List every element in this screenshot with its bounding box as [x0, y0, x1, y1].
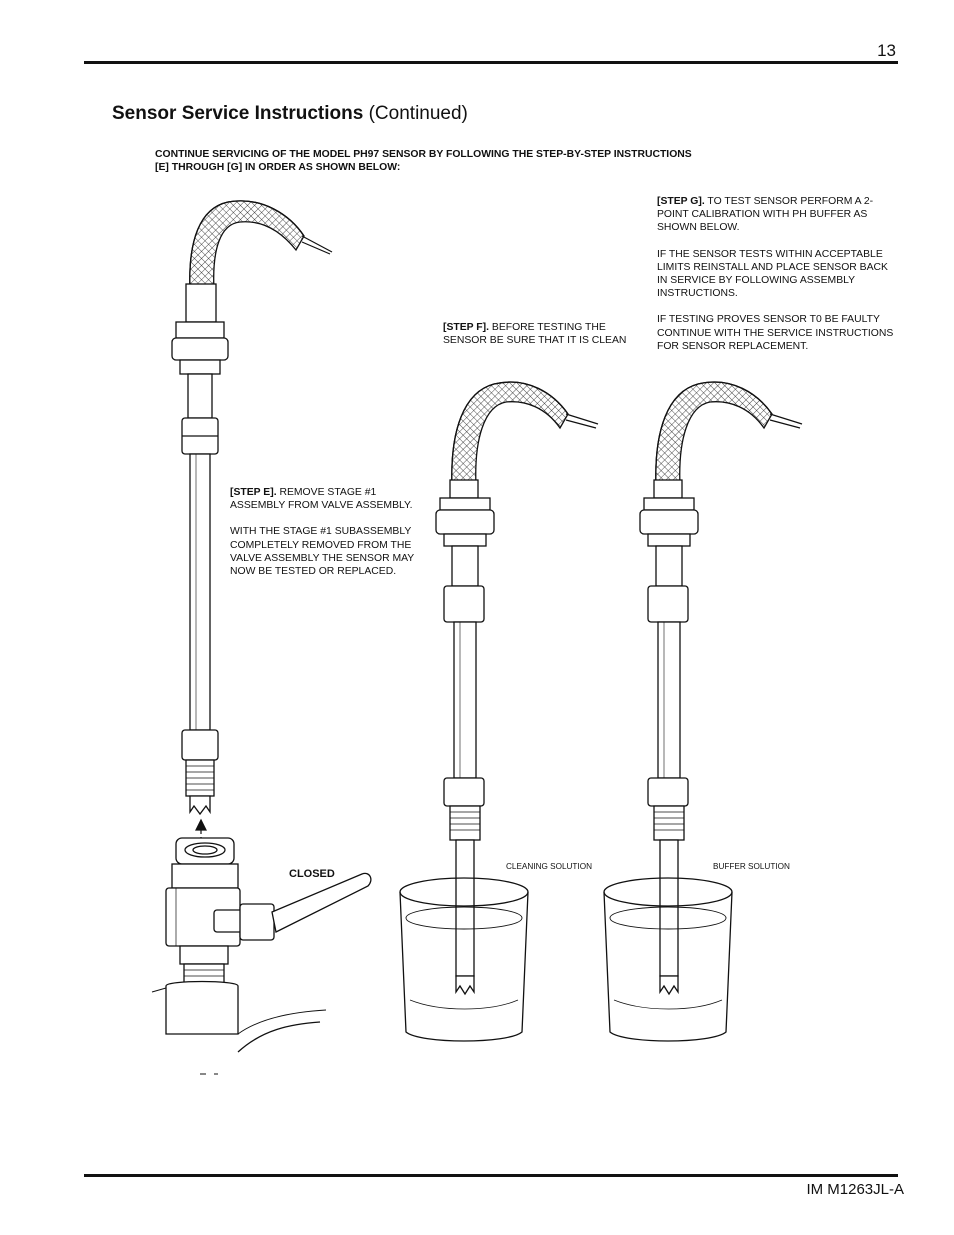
step-f-text-1: BEFORE TESTING THE SENSOR BE SURE THAT I…: [443, 322, 627, 347]
step-e-text-1: REMOVE STAGE #1 ASSEMBLY FROM VALVE ASSE…: [230, 487, 413, 512]
step-g-text-3: IF TESTING PROVES SENSOR T0 BE FAULTY CO…: [657, 314, 894, 352]
header-rule: [84, 61, 898, 64]
sensor-assembly-3: [639, 381, 803, 996]
step-g-note: [STEP G]. TO TEST SENSOR PERFORM A 2-POI…: [657, 195, 901, 353]
cleaning-beaker: [399, 877, 529, 1042]
sensor-assembly-1: [171, 200, 333, 816]
step-g-text-2: IF THE SENSOR TESTS WITHIN ACCEPTABLE LI…: [657, 248, 888, 300]
document-id: IM M1263JL-A: [806, 1181, 904, 1198]
buffer-solution-label: BUFFER SOLUTION: [713, 862, 790, 871]
intro-line-2: [E] THROUGH [G] IN ORDER AS SHOWN BELOW:: [155, 162, 401, 173]
page-title-rest: (Continued): [363, 103, 468, 124]
step-g-text-1: TO TEST SENSOR PERFORM A 2-POINT CALIBRA…: [657, 196, 874, 234]
buffer-beaker: [603, 877, 733, 1042]
page-title-bold: Sensor Service Instructions: [112, 103, 364, 124]
page-number: 13: [877, 41, 896, 60]
cleaning-solution-label: CLEANING SOLUTION: [506, 862, 592, 871]
intro-line-1: CONTINUE SERVICING OF THE MODEL PH97 SEN…: [155, 149, 692, 160]
sensor-assembly-2: [435, 381, 599, 996]
step-e-text-2: WITH THE STAGE #1 SUBASSEMBLY COMPLETELY…: [230, 526, 415, 578]
intro-text: CONTINUE SERVICING OF THE MODEL PH97 SEN…: [155, 148, 755, 174]
step-f-note: [STEP F]. BEFORE TESTING THE SENSOR BE S…: [443, 321, 643, 347]
valve-closed-label: CLOSED: [289, 868, 335, 880]
step-e-tag: [STEP E].: [230, 487, 277, 498]
step-f-tag: [STEP F].: [443, 322, 489, 333]
page-title: Sensor Service Instructions (Continued): [112, 103, 468, 125]
footer-rule: [84, 1174, 898, 1177]
step-e-note: [STEP E]. REMOVE STAGE #1 ASSEMBLY FROM …: [230, 486, 430, 578]
valve-assembly: [151, 837, 372, 1075]
step-g-tag: [STEP G].: [657, 196, 705, 207]
